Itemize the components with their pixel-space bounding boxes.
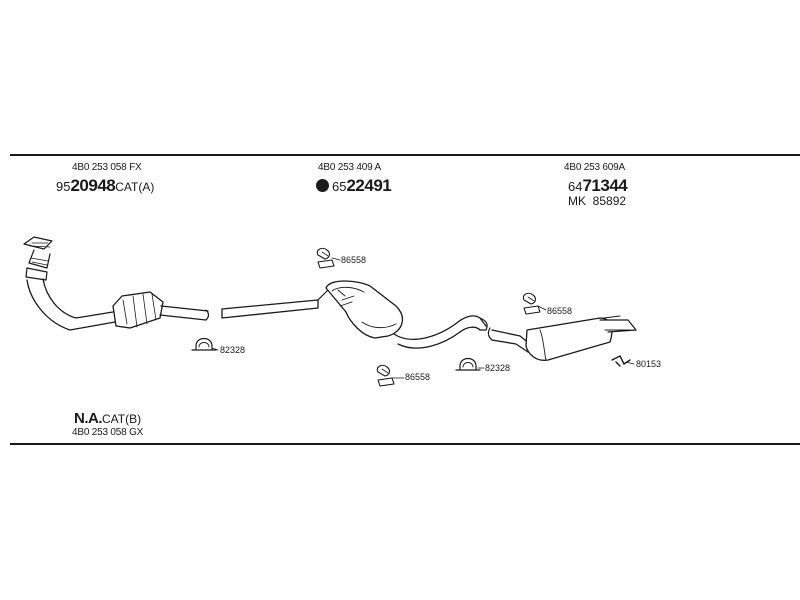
top-divider [10, 154, 800, 156]
clamp-icon [455, 357, 481, 371]
mounting-kit-reference: MK 85892 [568, 194, 627, 208]
front-pipe-reference: 9520948CAT(A) [56, 176, 155, 195]
na-catalyst-label: N.A.CAT(B) [74, 410, 142, 427]
hanger-icon [376, 364, 395, 387]
front-pipe-part-number: 4B0 253 058 FX [72, 162, 142, 173]
hanger-icon [316, 247, 335, 269]
hanger-callout: 86558 [341, 255, 367, 265]
clamp-icon [191, 337, 217, 351]
rear-pipe-and-silencer [487, 315, 637, 361]
bracket-icon [611, 355, 631, 367]
hanger-icon [522, 292, 541, 315]
middle-silencer-reference: 6522491 [316, 176, 392, 196]
clamp-callout: 82328 [220, 345, 246, 355]
na-part-number: 4B0 253 058 GX [72, 427, 144, 438]
clamp-callout: 82328 [485, 363, 511, 373]
filled-dot-icon [316, 179, 329, 192]
front-pipe-with-catalytic-converter [23, 236, 210, 331]
bracket-callout: 80153 [636, 359, 662, 369]
bottom-divider [10, 443, 800, 445]
middle-pipe-and-silencer [221, 280, 488, 349]
middle-silencer-part-number: 4B0 253 409 A [318, 162, 382, 173]
rear-silencer-part-number: 4B0 253 609A [564, 162, 625, 173]
leader-lines [211, 257, 635, 379]
hanger-callout: 86558 [547, 306, 573, 316]
hanger-callout: 86558 [405, 372, 431, 382]
rear-silencer-reference: 6471344 [568, 176, 628, 195]
